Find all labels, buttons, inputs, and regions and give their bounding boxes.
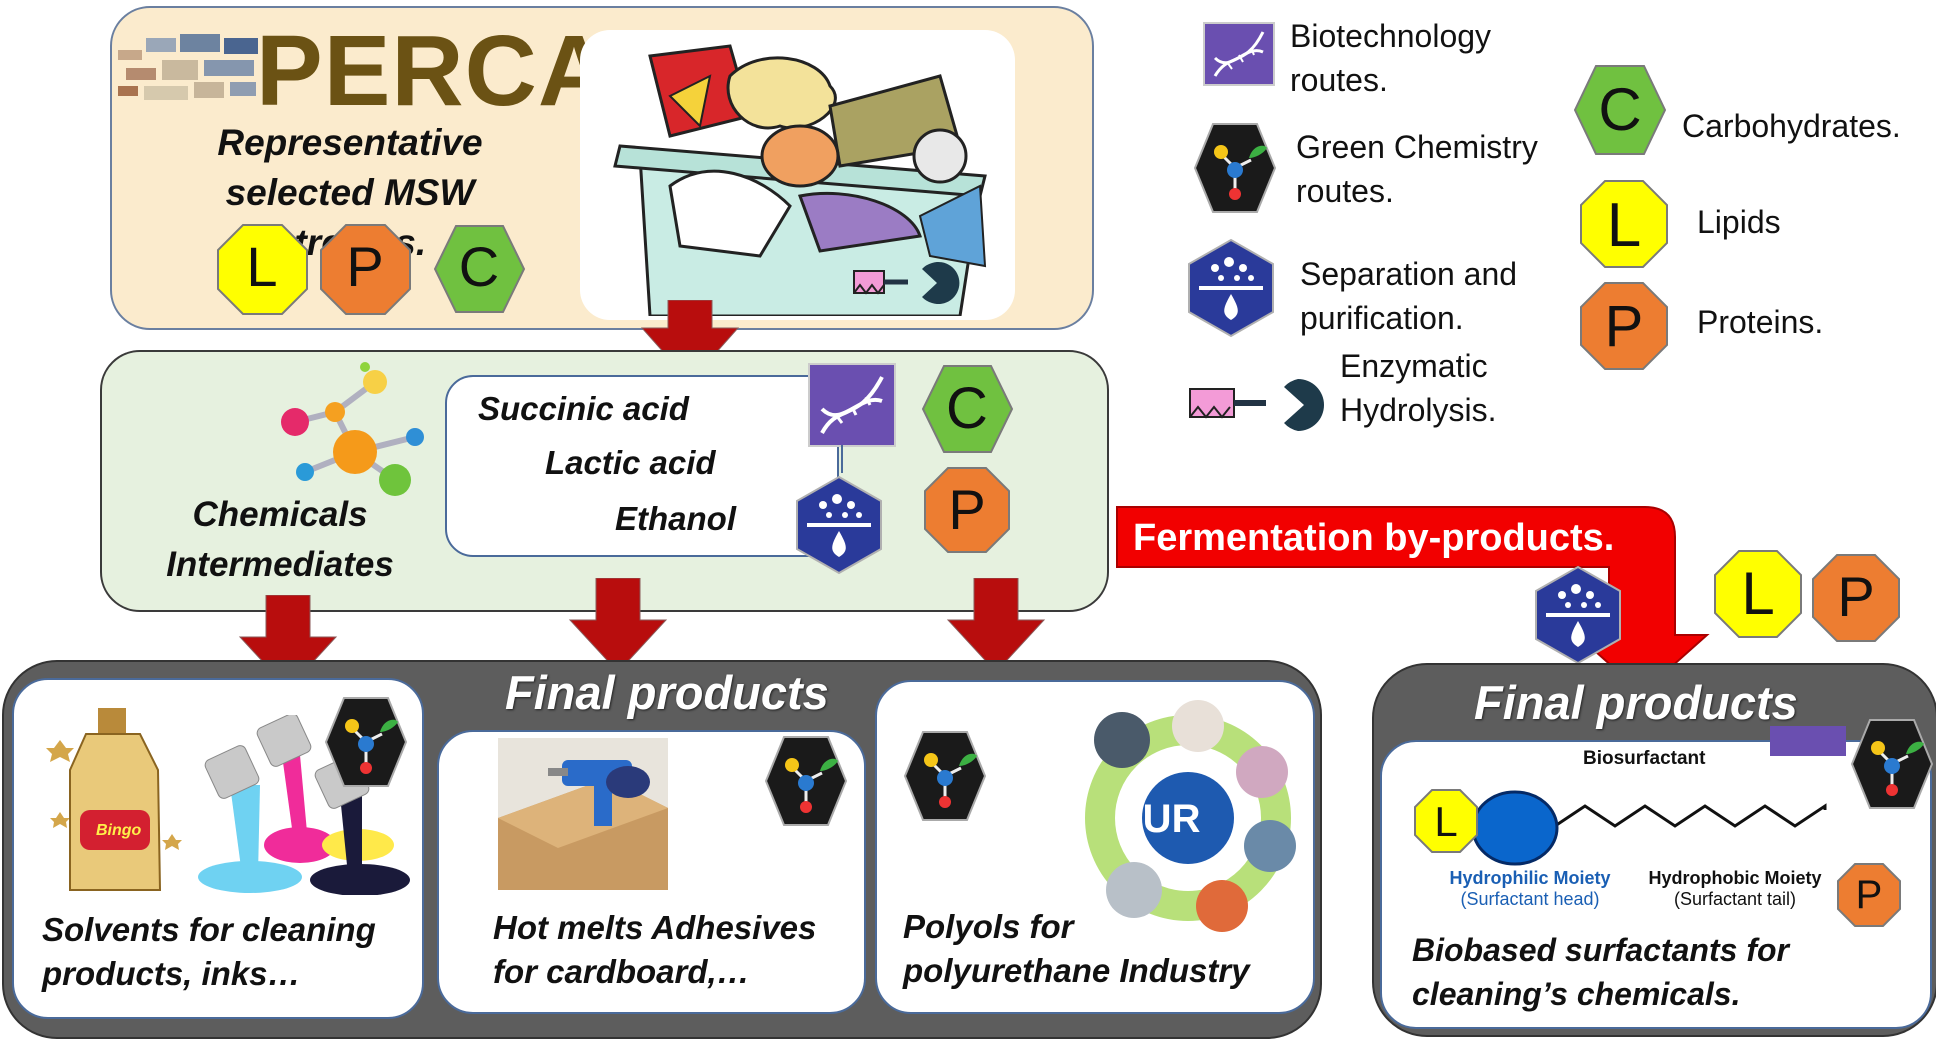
molecule-leaf-icon (1850, 719, 1934, 809)
paint-buckets-icon (198, 715, 410, 895)
lipid-badge: L (1580, 180, 1668, 268)
card1-line1: Solvents for cleaning (42, 911, 376, 948)
dna-icon (808, 363, 896, 447)
legend-proteins: Proteins. (1697, 304, 1824, 340)
legend-green-line2: routes. (1296, 173, 1394, 209)
svg-text:L: L (246, 235, 277, 298)
molecule-leaf-icon (324, 697, 408, 787)
glue-gun-photo (498, 738, 668, 890)
product-card-biosurfactants (1380, 740, 1932, 1029)
protein-badge: P (1580, 282, 1668, 370)
waste-bin-illustration (613, 44, 987, 316)
lipid-badge: L (217, 224, 308, 315)
pur-hub-label: PUR (1116, 797, 1201, 841)
bottle-brand-label: Bingo (96, 822, 142, 839)
legend-enzymatic-line2: Hydrolysis. (1340, 392, 1497, 428)
biosurfactant-title: Biosurfactant (1583, 748, 1706, 769)
legend-green-line1: Green Chemistry (1296, 129, 1538, 165)
svg-text:P: P (1856, 873, 1883, 917)
biosurfactant-caption-line1: Biobased surfactants for (1412, 932, 1789, 968)
card1-line2: products, inks… (42, 955, 301, 992)
hydrophilic-sub: (Surfactant head) (1460, 889, 1600, 909)
detergent-bottle-icon (46, 708, 182, 891)
legend-biotech-line2: routes. (1290, 62, 1388, 98)
molecule-leaf-icon (764, 736, 848, 826)
hydrophobic-sub: (Surfactant tail) (1673, 889, 1797, 909)
lipid-badge: L (1714, 550, 1802, 638)
intermediates-label-line1: Chemicals (192, 495, 368, 534)
intermediates-list-box (445, 375, 839, 557)
dna-icon-partial (1770, 726, 1846, 756)
svg-text:L: L (1741, 560, 1774, 627)
card2-line2: for cardboard,… (493, 953, 750, 990)
svg-text:P: P (1837, 565, 1874, 628)
molecule-leaf-icon (1193, 123, 1277, 213)
carbohydrate-badge: C (921, 365, 1014, 453)
legend-carbohydrates: Carbohydrates. (1682, 108, 1901, 144)
legend-lipids: Lipids (1697, 204, 1781, 240)
card2-line1: Hot melts Adhesives (493, 909, 817, 946)
legend-biotech-line1: Biotechnology (1290, 18, 1492, 54)
intermediates-label-line2: Intermediates (166, 545, 394, 584)
legend-separation-line2: purification. (1300, 300, 1464, 336)
card3-line1: Polyols for (903, 908, 1074, 945)
hydrophobic-label: Hydrophobic Moiety (1648, 868, 1822, 888)
droplet-filter-icon (1188, 238, 1274, 338)
protein-badge: P (1837, 863, 1901, 927)
intermediate-item: Succinic acid (478, 390, 689, 427)
protein-badge: P (924, 467, 1010, 553)
protein-badge: P (320, 224, 411, 315)
svg-text:L: L (1434, 798, 1457, 845)
arrow-down-right (946, 578, 1046, 673)
arrow-down-middle (568, 578, 668, 673)
lipid-badge: L (1414, 789, 1478, 853)
legend-separation-line1: Separation and (1300, 256, 1518, 292)
pur-applications-ring (1085, 700, 1296, 932)
intermediate-item: Lactic acid (545, 444, 716, 481)
svg-text:P: P (1605, 294, 1644, 359)
intermediate-item: Ethanol (615, 500, 736, 537)
fermentation-label: Fermentation by-products. (1133, 517, 1615, 559)
droplet-filter-icon (1535, 565, 1621, 665)
hydrophilic-label: Hydrophilic Moiety (1449, 868, 1611, 888)
svg-text:C: C (1598, 76, 1641, 143)
enzyme-icon (853, 262, 960, 304)
percal-logo-tiles (118, 34, 258, 100)
carbohydrate-badge: C (1573, 65, 1667, 155)
final-products-title: Final products (505, 666, 829, 719)
molecule-leaf-icon (903, 731, 987, 821)
dna-icon (1203, 22, 1275, 86)
svg-text:P: P (346, 235, 383, 298)
legend-enzymatic-line1: Enzymatic (1340, 348, 1488, 384)
enzyme-icon (1189, 379, 1324, 431)
molecule-icon (281, 362, 424, 496)
svg-text:P: P (948, 478, 985, 541)
carbohydrate-badge: C (433, 225, 526, 313)
droplet-filter-icon (796, 475, 882, 575)
protein-badge: P (1812, 554, 1900, 642)
final-products-title-right: Final products (1474, 676, 1798, 729)
card3-line2: polyurethane Industry (903, 952, 1250, 989)
svg-text:L: L (1607, 191, 1641, 260)
biosurfactant-caption-line2: cleaning’s chemicals. (1412, 976, 1741, 1012)
svg-text:C: C (459, 235, 499, 298)
source-label-line1: Representative (217, 122, 483, 163)
connector-line (841, 445, 843, 473)
svg-text:C: C (946, 376, 988, 441)
